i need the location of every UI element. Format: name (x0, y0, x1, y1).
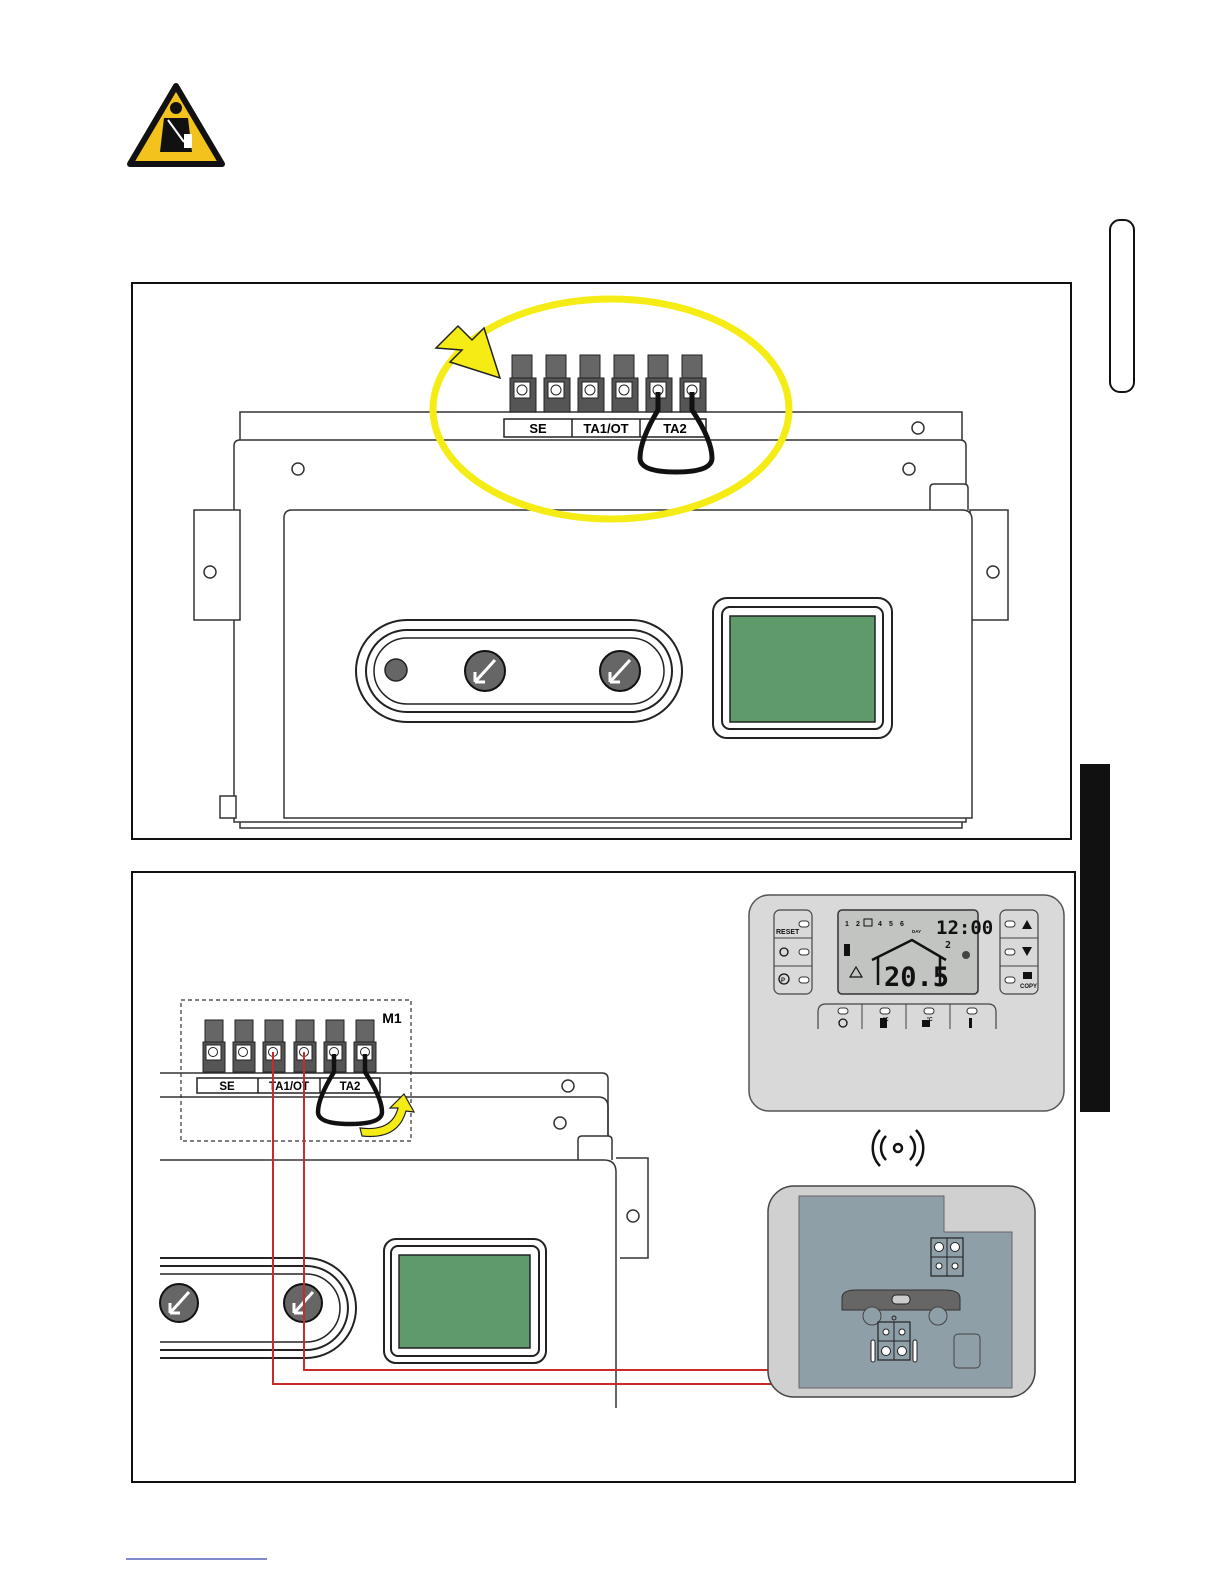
remote-btn-up[interactable] (1005, 921, 1015, 927)
figure-1: SE TA1/OT TA2 (132, 283, 1071, 839)
remote-btn-prog[interactable] (799, 949, 809, 955)
day-number-2: 2 (856, 921, 860, 928)
radiator-icon (844, 944, 850, 956)
remote-btn-heating[interactable] (880, 1008, 890, 1014)
side-tab (1110, 220, 1134, 392)
svg-text:P: P (781, 978, 785, 984)
day-number-5: 5 (889, 921, 893, 928)
terminal-label-se-fig2: SE (219, 1081, 235, 1093)
terminal-label-ta2-fig2: TA2 (340, 1081, 361, 1093)
remote-btn-down[interactable] (1005, 949, 1015, 955)
terminal-label-ta1ot: TA1/OT (583, 421, 628, 436)
remote-controller: RESET P COPY 1 2 4 5 6 DAY 12:00 2 (749, 895, 1064, 1111)
lcd-time: 12:00 (936, 917, 993, 939)
terminal-block-label-m1: M1 (382, 1010, 402, 1026)
terminal-label-ta2: TA2 (663, 421, 687, 436)
remote-btn-info[interactable] (967, 1008, 977, 1014)
info-icon (969, 1018, 972, 1028)
knob-left[interactable] (465, 651, 505, 691)
indicator-led (385, 659, 407, 681)
electrician-hazard-icon (130, 86, 222, 164)
copy-icon (1023, 972, 1032, 979)
control-knob-panel (356, 620, 682, 722)
remote-btn-p[interactable] (799, 977, 809, 983)
flame-icon (962, 951, 970, 959)
figure-2: M1 SE TA1/OT TA2 (132, 872, 1075, 1482)
terminal-label-se: SE (529, 421, 547, 436)
remote-btn-power[interactable] (799, 921, 809, 927)
day-small-label: DAY (912, 929, 921, 934)
boiler-display-fig2 (384, 1239, 546, 1363)
lcd-outside-temp: 2 (945, 940, 951, 951)
remote-reset-label: RESET (776, 929, 800, 936)
knob-right[interactable] (600, 651, 640, 691)
receiver-module (768, 1186, 1035, 1397)
tap-icon (922, 1020, 930, 1027)
knob-left-fig2[interactable] (160, 1284, 198, 1322)
remote-btn-copy[interactable] (1005, 977, 1015, 983)
day-number-6: 6 (900, 921, 904, 928)
day-number-4: 4 (878, 921, 882, 928)
radiator-button-icon (880, 1018, 887, 1028)
day-number-1: 1 (845, 921, 849, 928)
remote-copy-label: COPY (1020, 984, 1037, 990)
remote-btn-timer[interactable] (838, 1008, 848, 1014)
side-black-tab (1080, 764, 1110, 1112)
lcd-room-temp: 20.5 (884, 962, 949, 993)
remote-btn-dhw[interactable] (924, 1008, 934, 1014)
boiler-display (713, 598, 892, 738)
